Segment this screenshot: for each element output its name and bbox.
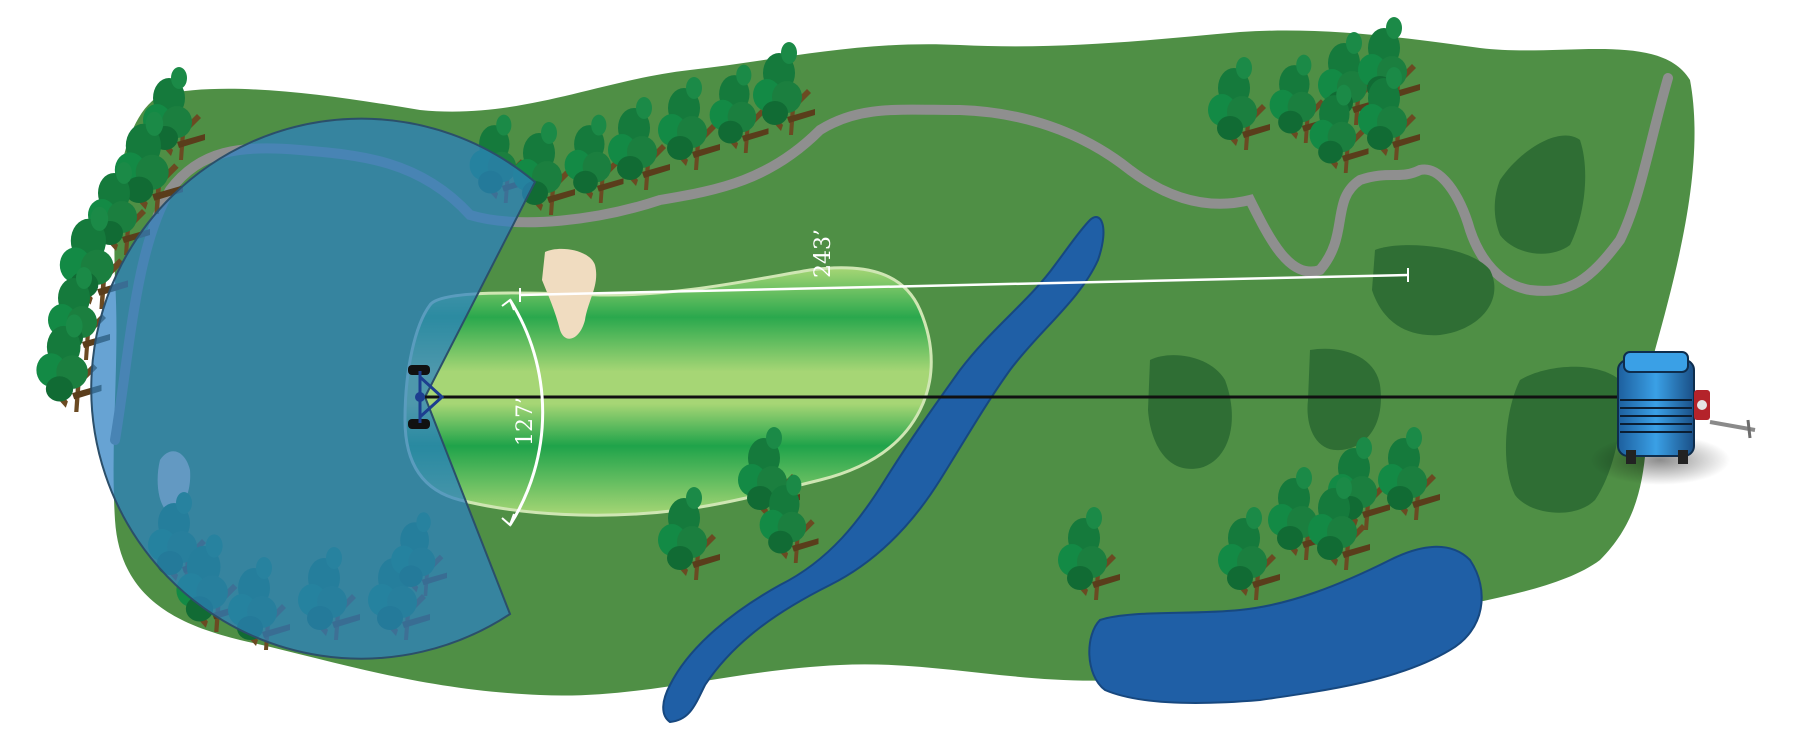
water-pond (1088, 545, 1483, 704)
water-creek (662, 216, 1105, 724)
spray-coverage (90, 117, 537, 660)
length-measure (519, 268, 1409, 302)
arc-measure (501, 298, 545, 527)
length-label: 243’ (811, 229, 836, 278)
hose-reel-icon (1590, 351, 1756, 485)
sprinkler-cart-icon (408, 365, 445, 429)
rough-patches (1148, 135, 1622, 513)
arc-label: 127’ (513, 397, 538, 446)
